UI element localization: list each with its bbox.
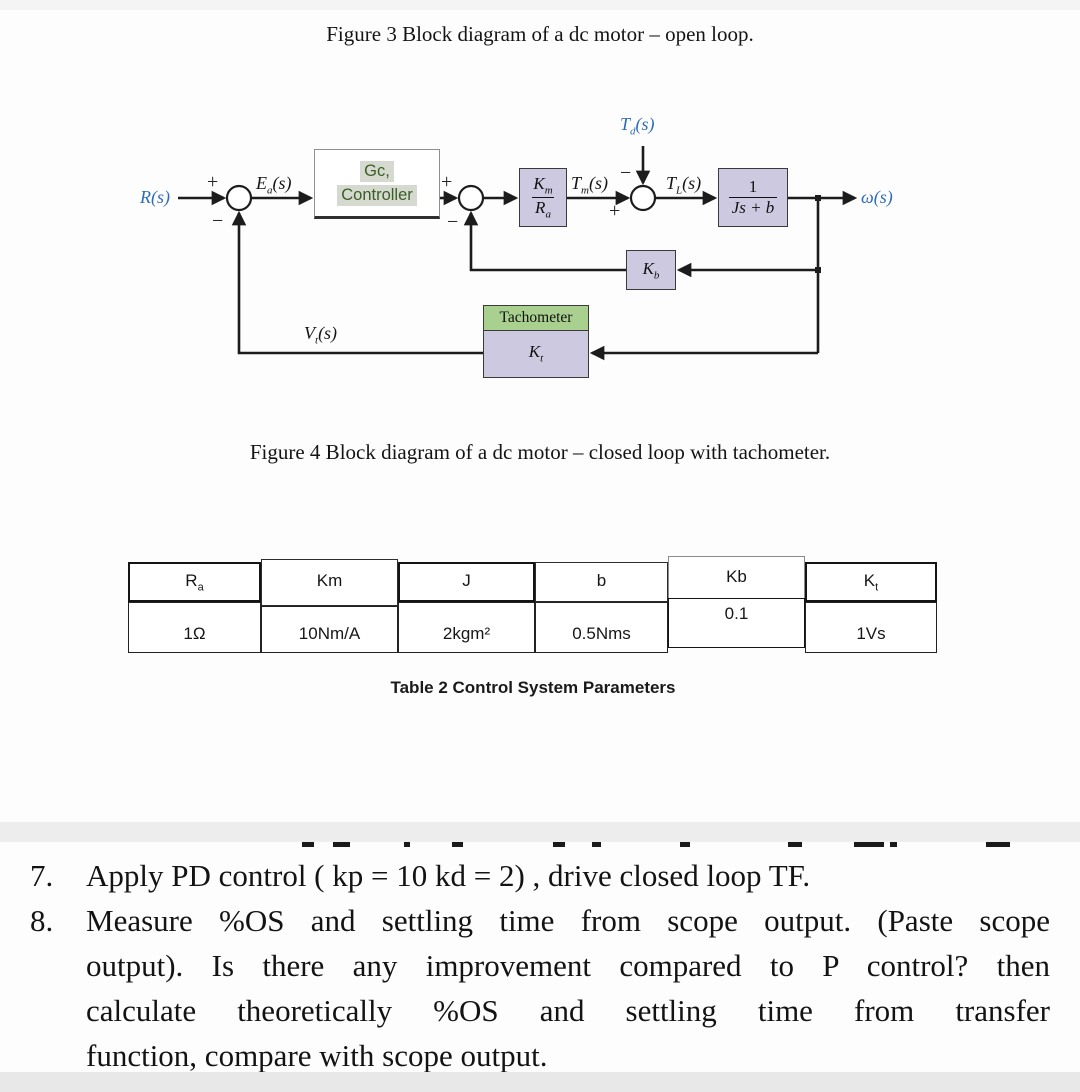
table-caption: Table 2 Control System Parameters: [390, 678, 676, 697]
cropped-text-mark: [788, 842, 802, 847]
tachometer-block: Tachometer Kt: [483, 305, 589, 378]
task-item-8-line1: 8. Measure %OS and settling time from sc…: [28, 898, 1050, 943]
plant-transfer-block: 1 Js + b: [718, 168, 788, 227]
table-value-kb: 0.1: [668, 598, 805, 648]
km-ra-gain-block: Km Ra: [519, 168, 567, 227]
tm-signal-label: Tm(s): [571, 173, 608, 197]
cropped-text-mark: [592, 842, 601, 847]
tl-signal-label: TL(s): [666, 173, 702, 197]
table-header-kt: Kt: [805, 562, 937, 602]
summing-junction-3: [629, 184, 657, 212]
table-value-km: 10Nm/A: [261, 606, 398, 653]
controller-label-line2: Controller: [337, 184, 417, 206]
cropped-text-mark: [890, 842, 897, 847]
sum3-plus-sign: +: [609, 200, 621, 222]
cropped-text-mark: [680, 842, 690, 847]
km-ra-fraction: Km Ra: [532, 173, 554, 221]
figure3-caption: Figure 3 Block diagram of a dc motor – o…: [326, 22, 754, 46]
table-header-j: J: [398, 562, 535, 602]
table-value-kt: 1Vs: [805, 602, 937, 653]
r-signal-label: R(s): [140, 187, 170, 207]
task-item-8-line4: function, compare with scope output.: [28, 1033, 1050, 1078]
tachometer-feedback-line: [231, 210, 483, 355]
plant-fraction: 1 Js + b: [728, 177, 778, 217]
task8-text-line4: function, compare with scope output.: [86, 1038, 548, 1073]
table-value-b: 0.5Nms: [535, 602, 668, 653]
td-signal-label: Td(s): [620, 114, 655, 138]
task7-text: Apply PD control ( kp = 10 kd = 2) , dri…: [86, 858, 811, 893]
task7-number: 7.: [30, 858, 54, 893]
divider-band: [0, 822, 1080, 842]
task-item-7: 7. Apply PD control ( kp = 10 kd = 2) , …: [28, 853, 1050, 898]
cropped-text-mark: [302, 842, 314, 847]
branch-dot-omega: [815, 195, 821, 201]
task8-text-line2: output). Is there any improvement compar…: [86, 948, 1050, 983]
omega-signal-label: ω(s): [861, 187, 893, 207]
figure4-caption: Figure 4 Block diagram of a dc motor – c…: [249, 440, 831, 464]
diagram-wiring: [178, 146, 858, 361]
kb-gain-block: Kb: [626, 250, 676, 290]
sum2-plus-sign: +: [441, 171, 453, 193]
bottom-margin-band: [0, 1072, 1080, 1092]
table-value-j: 2kgm²: [398, 602, 535, 653]
task8-number: 8.: [30, 903, 54, 938]
sum2-minus-sign: −: [447, 211, 459, 233]
tachometer-header: Tachometer: [484, 306, 588, 331]
sum1-minus-sign: −: [212, 210, 224, 232]
summing-junction-2: [457, 184, 485, 212]
tachometer-gain: Kt: [528, 341, 544, 365]
controller-block: Gc, Controller: [314, 149, 440, 219]
summing-junction-1: [225, 184, 253, 212]
table-value-ra: 1Ω: [128, 602, 261, 653]
task-item-8-line3: calculate theoretically %OS and settling…: [28, 988, 1050, 1033]
table-header-b: b: [535, 562, 668, 602]
task-item-8-line2: output). Is there any improvement compar…: [28, 943, 1050, 988]
cropped-text-mark: [553, 842, 565, 847]
vt-signal-label: Vt(s): [304, 323, 338, 347]
branch-dot-kb: [815, 267, 821, 273]
top-margin-band: [0, 0, 1080, 10]
table-header-km: Km: [261, 559, 398, 606]
cropped-text-mark: [404, 842, 410, 847]
cropped-text-mark: [854, 842, 884, 847]
task-list: 7. Apply PD control ( kp = 10 kd = 2) , …: [28, 853, 1050, 1078]
sum3-minus-sign: −: [620, 162, 632, 184]
task8-text-line3: calculate theoretically %OS and settling…: [86, 993, 1050, 1028]
cropped-text-mark: [333, 842, 350, 847]
sum1-plus-sign: +: [207, 171, 219, 193]
controller-label-line1: Gc,: [360, 160, 394, 182]
cropped-text-mark: [986, 842, 1010, 847]
ea-signal-label: Ea(s): [256, 173, 292, 197]
cropped-text-mark: [452, 842, 463, 847]
task8-text-line1: Measure %OS and settling time from scope…: [86, 903, 1050, 938]
kb-feedback-line: [463, 210, 626, 272]
table-header-ra: Ra: [128, 562, 261, 602]
table-header-kb: Kb: [668, 556, 805, 601]
